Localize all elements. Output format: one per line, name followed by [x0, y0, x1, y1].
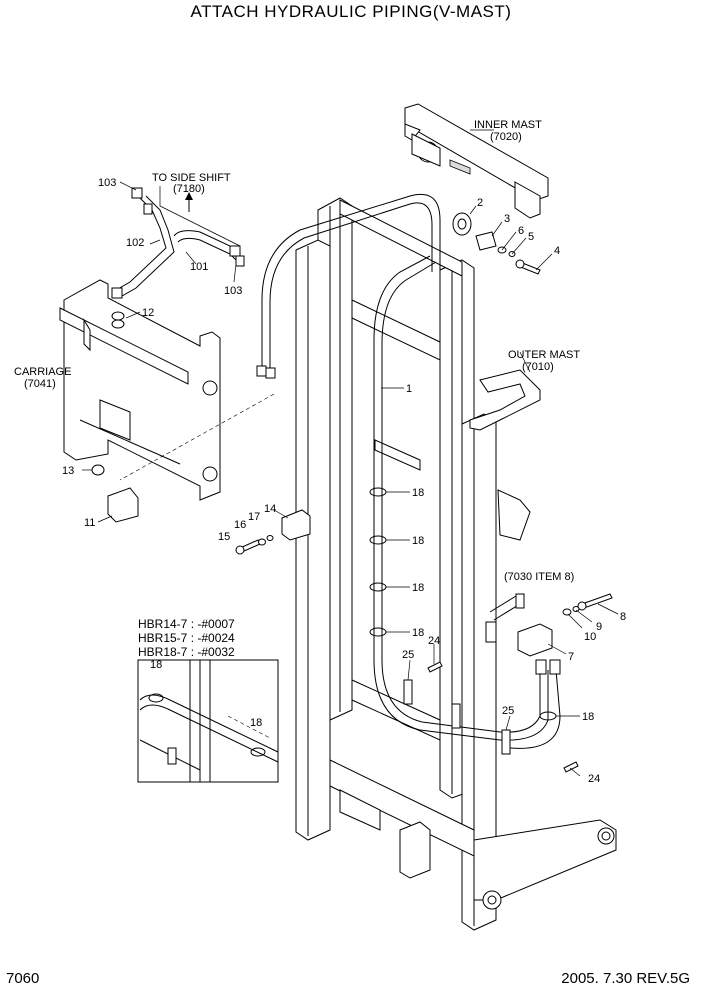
outer-mast	[295, 239, 617, 931]
callout-18: 18	[412, 535, 424, 547]
arrowhead-icon	[185, 192, 193, 200]
callout-18: 18	[150, 659, 162, 671]
callout-13: 13	[62, 465, 74, 477]
serial-notes: HBR14-7 : -#0007 HBR15-7 : -#0024 HBR18-…	[138, 617, 235, 659]
callout-16: 16	[234, 519, 246, 531]
inner-mast-label: INNER MAST	[474, 119, 542, 131]
revision-date: 2005. 7.30 REV.5G	[561, 970, 690, 987]
inner-mast	[317, 197, 475, 799]
callout-24: 24	[588, 773, 600, 785]
assembly-labels: INNER MAST (7020) OUTER MAST (7010) CARR…	[14, 119, 580, 583]
item-ref-label: (7030 ITEM 8)	[504, 571, 574, 583]
callout-18: 18	[412, 582, 424, 594]
callout-11: 11	[84, 517, 95, 529]
page-number: 7060	[6, 970, 39, 987]
callout-103: 103	[98, 177, 116, 189]
main-hose-assembly	[256, 194, 501, 741]
callout-15: 15	[218, 531, 230, 543]
callout-2: 2	[477, 197, 483, 209]
callout-14: 14	[264, 503, 276, 515]
callout-25: 25	[502, 705, 514, 717]
callout-18: 18	[250, 717, 262, 729]
bracket-fasteners	[119, 393, 311, 555]
diagram-title: ATTACH HYDRAULIC PIPING(V-MAST)	[191, 2, 512, 21]
serial-note: HBR14-7 : -#0007	[138, 617, 235, 631]
inner-mast-ref: (7020)	[490, 131, 522, 143]
side-shift-label: TO SIDE SHIFT	[152, 172, 231, 184]
outer-mast-label: OUTER MAST	[508, 349, 580, 361]
inner-mast-top	[404, 103, 549, 219]
sheave-parts	[452, 212, 541, 275]
side-shift-hoses	[91, 187, 245, 523]
callout-102: 102	[126, 237, 144, 249]
callout-3: 3	[504, 213, 510, 225]
callout-9: 9	[596, 621, 602, 633]
callout-25: 25	[402, 649, 414, 661]
serial-note: HBR18-7 : -#0032	[138, 645, 235, 659]
carriage-ref: (7041)	[24, 378, 56, 390]
callout-101: 101	[190, 261, 208, 273]
outer-mast-ref: (7010)	[522, 361, 554, 373]
callout-12: 12	[142, 307, 154, 319]
hose-clamps	[369, 487, 387, 637]
callout-5: 5	[528, 231, 534, 243]
serial-note: HBR15-7 : -#0024	[138, 631, 235, 645]
callout-10: 10	[584, 631, 596, 643]
lower-right-hoses	[403, 593, 613, 773]
carriage	[59, 279, 221, 501]
carriage-label: CARRIAGE	[14, 366, 71, 378]
callout-4: 4	[554, 245, 560, 257]
leader-lines	[82, 129, 619, 777]
detail-inset	[137, 659, 279, 783]
callout-18: 18	[412, 627, 424, 639]
callout-1: 1	[406, 383, 412, 395]
callout-18: 18	[412, 487, 424, 499]
callout-numbers: 1 2 3 6 5 4 8 9 10 7 18 18 18 18 18 18 1…	[62, 177, 626, 785]
callout-8: 8	[620, 611, 626, 623]
callout-17: 17	[248, 511, 260, 523]
callout-24: 24	[428, 635, 440, 647]
callout-103: 103	[224, 285, 242, 297]
side-shift-ref: (7180)	[173, 183, 205, 195]
callout-18: 18	[582, 711, 594, 723]
callout-6: 6	[518, 225, 524, 237]
callout-7: 7	[568, 651, 574, 663]
